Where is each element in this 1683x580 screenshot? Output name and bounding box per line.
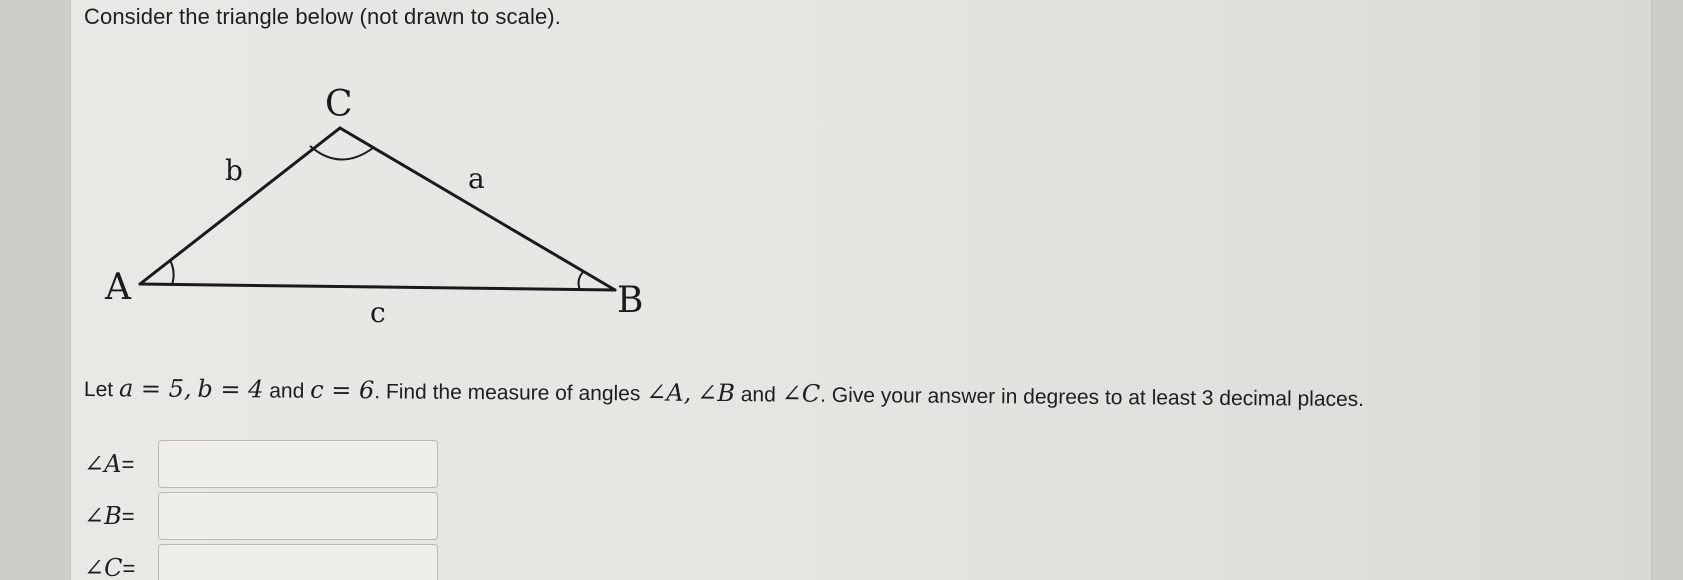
angle-C-ref: ∠C (781, 379, 821, 408)
angle-C-arc (309, 145, 374, 161)
side-a-label: a (468, 162, 485, 195)
angle-B-input[interactable] (158, 492, 438, 540)
angle-B-arc (577, 271, 584, 291)
angle-A-input[interactable] (158, 440, 438, 488)
angle-B-symbol: ∠B (84, 502, 122, 530)
question-and-2: and (740, 383, 776, 407)
a-value: a = 5, (118, 374, 192, 403)
angle-A-ref: ∠A, (646, 378, 692, 407)
side-c-label: c (370, 296, 386, 329)
side-c-line (138, 282, 617, 292)
vertex-B-label: B (617, 280, 643, 321)
vertex-C-label: C (325, 84, 353, 125)
side-b-label: b (225, 154, 243, 187)
question-instruction: . Give your answer in degrees to at leas… (820, 383, 1365, 412)
c-value: c = 6 (310, 375, 375, 405)
question-let: Let (83, 378, 114, 402)
question-and-1: and (269, 379, 305, 403)
b-value: b = 4 (197, 374, 264, 404)
angle-C-answer-label: ∠C= (84, 554, 135, 580)
problem-prompt: Consider the triangle below (not drawn t… (84, 4, 561, 29)
angle-C-equals: = (122, 556, 136, 580)
angle-A-answer-label: ∠A= (84, 450, 134, 479)
angle-A-equals: = (121, 452, 135, 477)
angle-A-symbol: ∠A (84, 450, 122, 478)
angle-B-ref: ∠B (697, 378, 736, 408)
angle-B-equals: = (121, 504, 135, 529)
angle-C-input[interactable] (158, 544, 438, 580)
side-b-line (138, 126, 342, 286)
angle-A-arc (169, 259, 175, 286)
angle-B-answer-label: ∠B= (84, 502, 135, 531)
angle-C-symbol: ∠C (84, 554, 123, 580)
question-find: . Find the measure of angles (374, 380, 641, 406)
vertex-A-label: A (104, 267, 132, 308)
side-a-line (338, 126, 617, 292)
